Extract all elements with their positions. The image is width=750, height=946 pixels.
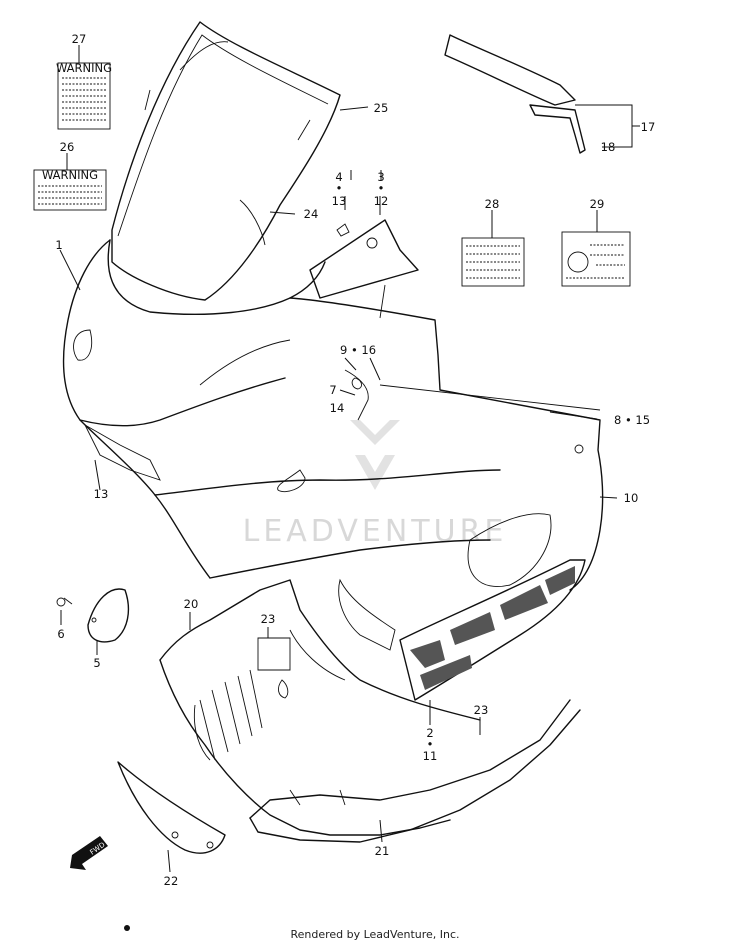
warning-label-26-text: WARNING: [42, 168, 98, 182]
upper-fairing-part: [62, 239, 604, 591]
callout-18: 18: [601, 140, 616, 154]
callout-7: 7: [329, 383, 336, 397]
leader-lines: [59, 45, 640, 873]
callout-3: 3: [377, 170, 384, 184]
callout-13-top: 13: [332, 194, 347, 208]
callout-17: 17: [641, 120, 656, 134]
callout-2: 2: [426, 726, 433, 740]
callout-3-dot: •: [378, 181, 385, 195]
callout-14: 14: [330, 401, 345, 415]
lower-cover-part-22: [117, 761, 226, 854]
hardware-parts: [309, 219, 419, 390]
callout-12: 12: [374, 194, 389, 208]
callout-20: 20: [184, 597, 199, 611]
callout-24: 24: [304, 207, 319, 221]
warning-label-27-text: WARNING: [56, 61, 112, 75]
callout-2-dot: •: [427, 737, 434, 751]
callout-29: 29: [590, 197, 605, 211]
callout-5: 5: [93, 656, 100, 670]
windscreen-part: [111, 21, 341, 301]
lower-cowl-part: [159, 539, 491, 836]
callout-4: 4: [335, 170, 342, 184]
decal-part: [399, 513, 586, 701]
callout-22: 22: [164, 874, 179, 888]
corner-dot: [124, 925, 130, 931]
callout-4-dot: •: [336, 181, 343, 195]
stay-part-17: [444, 34, 586, 154]
fwd-arrow-icon: FWD: [70, 836, 108, 870]
callout-10: 10: [624, 491, 639, 505]
warning-label-27: WARNING: [56, 61, 112, 130]
callout-11: 11: [423, 749, 438, 763]
callout-21: 21: [375, 844, 390, 858]
callout-labels: 27 26 1 25 24 4 • 13 3 • 12 28 29 17 18 …: [55, 32, 655, 888]
callout-25: 25: [374, 101, 389, 115]
callout-6: 6: [57, 627, 64, 641]
callout-13-left: 13: [94, 487, 109, 501]
warning-label-26: WARNING: [33, 168, 107, 211]
callout-27: 27: [72, 32, 87, 46]
callout-28: 28: [485, 197, 500, 211]
callout-26: 26: [60, 140, 75, 154]
callout-23-b: 23: [474, 703, 489, 717]
cap-part-5: [56, 588, 130, 643]
label-28: [461, 237, 525, 287]
under-cowl-part: [249, 699, 581, 843]
callout-9-16: 9 • 16: [340, 343, 376, 357]
callout-23-a: 23: [261, 612, 276, 626]
label-29: [561, 231, 631, 287]
callout-8-15: 8 • 15: [614, 413, 650, 427]
callout-1: 1: [55, 238, 62, 252]
watermark: LEADVENTURE: [243, 420, 508, 549]
watermark-text: LEADVENTURE: [243, 514, 508, 549]
footer-credit: Rendered by LeadVenture, Inc.: [290, 928, 460, 941]
